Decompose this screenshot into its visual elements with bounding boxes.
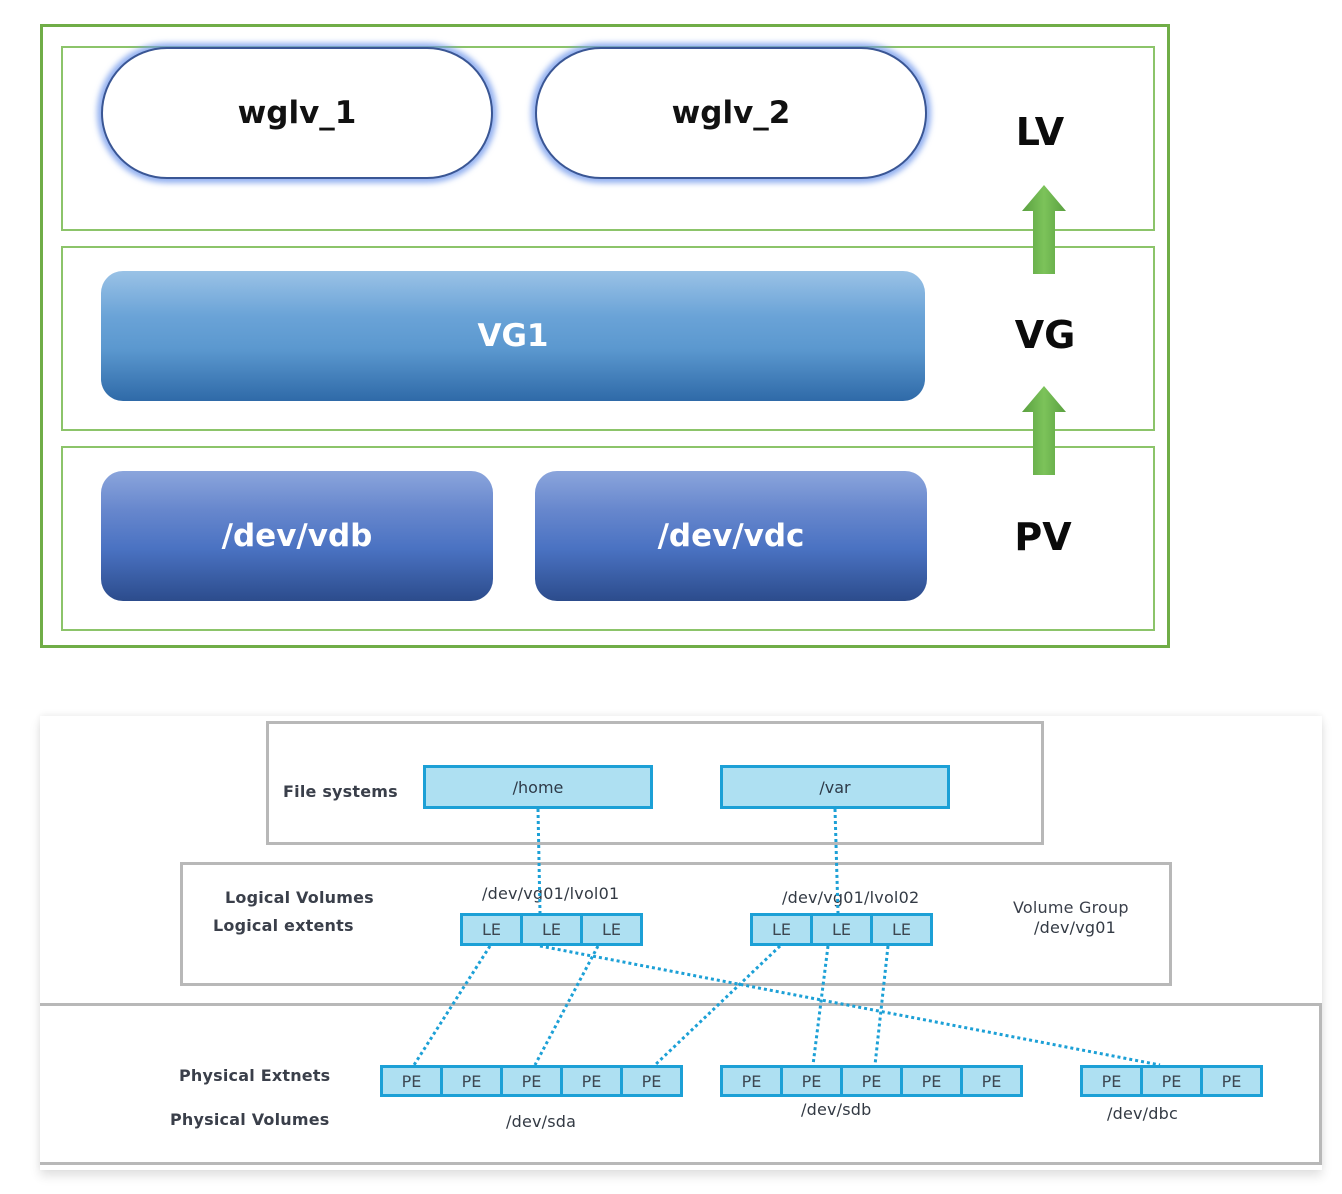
logical-extent: LE (601, 920, 622, 939)
logical-extent: LE (753, 916, 813, 943)
volume-group-node: VG1 (101, 271, 925, 401)
up-arrow-icon (1022, 185, 1066, 274)
physical-volume-name: /dev/sdb (801, 1100, 872, 1119)
logical-extent: LE (523, 916, 583, 943)
physical-extent: PE (443, 1068, 503, 1094)
logical-extent-row: LE LE LE (750, 913, 933, 946)
vg-layer-label: VG (1014, 313, 1076, 357)
up-arrow-icon (1022, 386, 1066, 475)
logical-extent-row: LE LE LE (460, 913, 643, 946)
physical-extent: PE (1143, 1068, 1203, 1094)
file-systems-label: File systems (283, 782, 398, 801)
physical-extent-row: PE PE PE PE PE (380, 1065, 683, 1097)
physical-volumes-label: Physical Volumes (170, 1110, 330, 1129)
physical-extent: PE (723, 1068, 783, 1094)
logical-volume-node: wglv_2 (535, 47, 927, 179)
file-system-node: /var (720, 765, 950, 809)
physical-extent-row: PE PE PE (1080, 1065, 1263, 1097)
physical-volume-name: /dev/sda (506, 1112, 577, 1131)
file-system-node: /home (423, 765, 653, 809)
physical-extent: PE (981, 1071, 1002, 1091)
physical-volume-node: /dev/vdc (535, 471, 927, 601)
physical-extent: PE (1221, 1071, 1242, 1091)
logical-volume-node: wglv_1 (101, 47, 493, 179)
volume-group-path: /dev/vg01 (1034, 918, 1117, 937)
physical-extent: PE (1083, 1068, 1143, 1094)
logical-volumes-label: Logical Volumes (225, 888, 374, 907)
physical-extent: PE (563, 1068, 623, 1094)
volume-group-label: Volume Group (1013, 898, 1129, 917)
physical-extent: PE (383, 1068, 443, 1094)
physical-extent-row: PE PE PE PE PE (720, 1065, 1023, 1097)
physical-volume-node: /dev/vdb (101, 471, 493, 601)
physical-extent: PE (641, 1071, 662, 1091)
physical-extent: PE (843, 1068, 903, 1094)
physical-volume-name: /dev/dbc (1107, 1104, 1178, 1123)
lv-layer-label: LV (1015, 110, 1065, 154)
pv-layer-label: PV (1014, 515, 1072, 559)
physical-extents-label: Physical Extnets (179, 1066, 331, 1085)
logical-volume-name: /dev/vg01/lvol01 (482, 884, 620, 903)
logical-extent: LE (891, 920, 912, 939)
logical-extent: LE (813, 916, 873, 943)
physical-extent: PE (503, 1068, 563, 1094)
logical-extents-label: Logical extents (213, 916, 354, 935)
physical-extent: PE (783, 1068, 843, 1094)
logical-extent: LE (463, 916, 523, 943)
physical-extent: PE (903, 1068, 963, 1094)
logical-volume-name: /dev/vg01/lvol02 (782, 888, 920, 907)
